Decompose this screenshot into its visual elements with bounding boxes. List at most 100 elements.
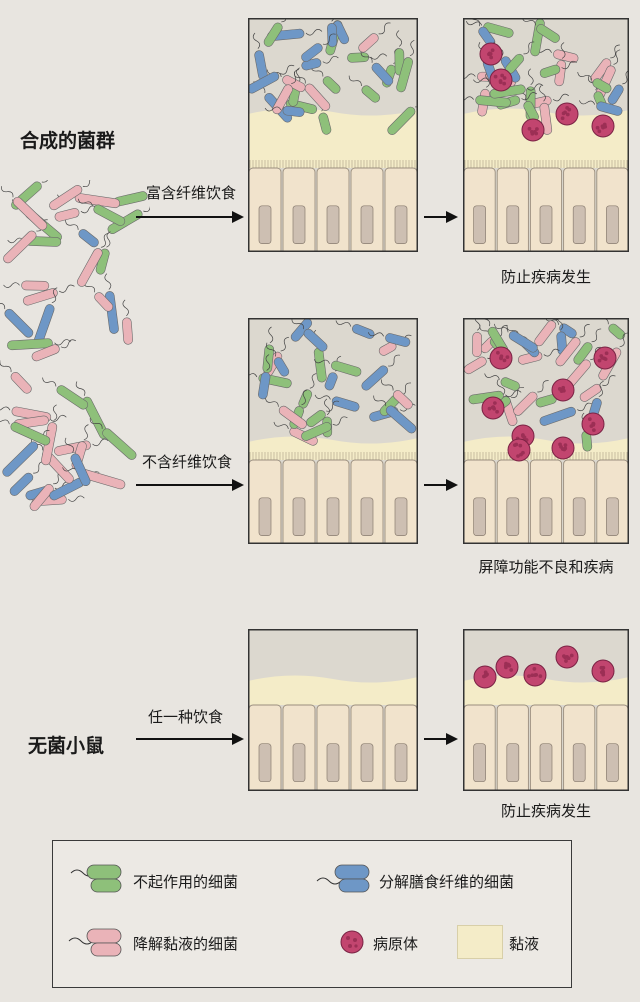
bacterium — [387, 95, 418, 135]
bacterium — [3, 219, 48, 264]
cell-nucleus — [360, 743, 374, 783]
fiber-degrading-bacteria-icon — [316, 864, 370, 893]
pathogen-icon — [340, 930, 364, 954]
diet-label-fiber-free: 不含纤维饮食 — [142, 453, 233, 471]
legend-inactive-label: 不起作用的细菌 — [133, 873, 239, 891]
arrow-right-icon — [136, 479, 244, 491]
bacterium — [0, 360, 32, 394]
outcome-caption-row3: 防止疾病发生 — [500, 802, 591, 820]
bacterium — [539, 60, 577, 78]
cell-nucleus — [473, 497, 486, 536]
pathogen — [555, 102, 579, 126]
bacterium — [306, 400, 340, 428]
bacterium — [539, 402, 593, 426]
bacterium — [291, 318, 328, 352]
pathogen — [473, 665, 497, 689]
panel-fiber-rich-after — [463, 18, 629, 252]
pathogen — [521, 118, 545, 142]
cell-nucleus — [506, 743, 520, 783]
bacterium — [358, 22, 391, 53]
bacterium — [301, 416, 348, 441]
pathogen — [593, 346, 617, 370]
mucus-layer — [248, 436, 418, 460]
cell-nucleus — [326, 743, 340, 783]
bacterium — [77, 198, 126, 226]
bacterium — [521, 18, 560, 43]
panel-fiber-rich-before — [248, 18, 418, 252]
bacterium — [360, 50, 394, 86]
bacterium — [265, 397, 307, 429]
bacterium — [264, 105, 305, 117]
cell-nucleus — [539, 205, 553, 244]
cell-nucleus — [258, 205, 272, 244]
cell-nucleus — [506, 205, 520, 244]
pathogen — [551, 436, 575, 460]
bacterium — [494, 323, 538, 353]
cell-nucleus — [326, 497, 340, 536]
cell-nucleus — [473, 205, 486, 244]
bacterium — [89, 418, 137, 460]
cell-nucleus — [606, 497, 619, 536]
legend-pathogen-label: 病原体 — [373, 935, 419, 953]
arrow-right-icon — [136, 733, 244, 745]
bacterium — [266, 342, 290, 377]
cell-nucleus — [258, 743, 272, 783]
arrow-right-icon — [136, 211, 244, 223]
bacterium — [248, 64, 295, 94]
bacterium — [579, 375, 616, 402]
cell-nucleus — [473, 743, 486, 783]
cell-nucleus — [360, 497, 374, 536]
outcome-caption-row2: 屏障功能不良和疾病 — [478, 558, 614, 576]
mucus-layer — [463, 108, 629, 168]
pathogen — [581, 412, 605, 436]
arrow-right-icon — [424, 479, 458, 491]
bacterium — [7, 338, 71, 351]
pathogen — [523, 663, 547, 687]
bacterium — [367, 332, 411, 347]
outcome-caption-row1: 防止疾病发生 — [500, 268, 591, 286]
cell-nucleus — [572, 497, 586, 536]
cell-nucleus — [326, 205, 340, 244]
pathogen — [591, 114, 615, 138]
panel-germ-free-before — [248, 629, 418, 791]
pathogen — [551, 378, 575, 402]
bacterium — [0, 297, 34, 338]
bacterium — [263, 18, 290, 47]
cell-nucleus — [572, 205, 586, 244]
legend-mucus-degrading-label: 降解黏液的细菌 — [133, 935, 239, 953]
cell-nucleus — [258, 497, 272, 536]
panel-germ-free-after — [463, 629, 629, 791]
bacterium — [472, 318, 482, 358]
bacterium — [22, 284, 75, 306]
cell-nucleus — [539, 497, 553, 536]
cell-nucleus — [394, 205, 408, 244]
panel-fiber-free-before — [248, 318, 418, 544]
bacterium — [573, 328, 602, 365]
inactive-bacteria-icon — [70, 864, 122, 893]
bacterium — [577, 71, 612, 94]
mucus-swatch — [457, 925, 503, 959]
cell-nucleus — [360, 205, 374, 244]
bacterium — [326, 18, 350, 45]
mucus-layer — [248, 108, 418, 168]
mucus-layer — [463, 436, 629, 460]
pathogen — [507, 438, 531, 462]
cell-nucleus — [292, 205, 306, 244]
germ-free-mouse-label: 无菌小鼠 — [28, 735, 105, 757]
bacterium — [65, 220, 99, 248]
mucus-degrading-bacteria-icon — [68, 928, 122, 957]
synthetic-community-title: 合成的菌群 — [20, 130, 116, 152]
cell-nucleus — [539, 743, 553, 783]
pathogen — [495, 655, 519, 679]
pathogen — [489, 346, 513, 370]
bacterium — [348, 75, 381, 103]
bacterium — [31, 339, 77, 362]
panel-fiber-free-after — [463, 318, 629, 544]
bacterium — [122, 299, 133, 345]
cell-nucleus — [394, 497, 408, 536]
bacterium — [54, 205, 97, 222]
bacterium — [555, 324, 590, 367]
bacterium — [484, 373, 520, 391]
mucus-layer — [463, 675, 629, 705]
pathogen — [591, 659, 615, 683]
